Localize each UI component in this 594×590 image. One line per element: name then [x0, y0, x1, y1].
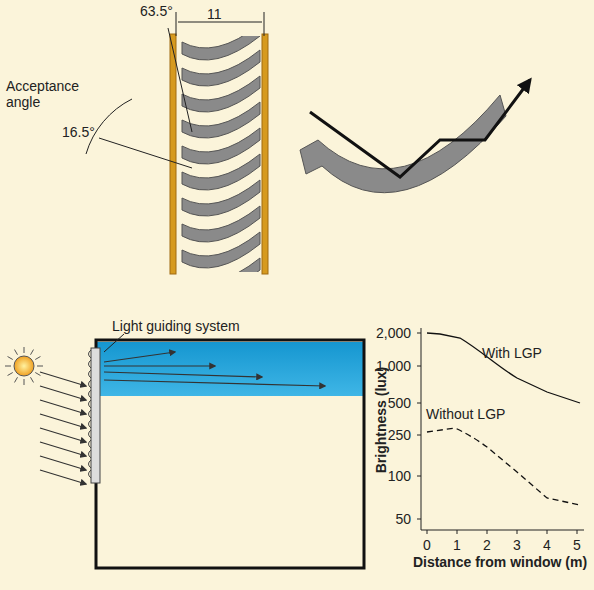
sun-ray — [37, 366, 43, 367]
sunlight-arrow — [40, 428, 86, 442]
sunlight-arrow — [40, 442, 86, 456]
slat-detail — [300, 95, 506, 193]
guide-slat — [182, 36, 260, 60]
angle-label: Acceptance angle — [6, 78, 86, 110]
sun-ray — [24, 347, 25, 353]
light-ray — [310, 80, 530, 177]
y-tick — [417, 403, 421, 404]
axis-ticks — [417, 333, 577, 534]
sun — [14, 356, 34, 376]
sunlight-arrow — [40, 414, 86, 428]
sun-ray — [31, 350, 34, 355]
axis-tick-label: 250 — [388, 427, 411, 443]
panel-slat — [89, 380, 92, 388]
y-tick — [417, 366, 421, 367]
sunlight-arrow — [40, 470, 86, 484]
axis-tick-label: 3 — [513, 537, 521, 553]
panel-slat — [89, 390, 92, 398]
angle-value: 16.5° — [62, 124, 95, 140]
room — [96, 340, 364, 568]
guide-slat — [182, 206, 260, 242]
panel-slat — [89, 430, 92, 438]
guide-slat — [182, 258, 260, 272]
axis-tick-label: 2,000 — [376, 325, 411, 341]
axis-tick-label: 1 — [453, 537, 461, 553]
angle-marks — [86, 28, 192, 168]
y-tick — [417, 476, 421, 477]
panel-slat — [89, 460, 92, 468]
axis-title: Brightness (lux) — [373, 367, 389, 474]
panel-slats — [89, 350, 92, 478]
leader-line — [104, 334, 124, 352]
sun-ray — [24, 379, 25, 385]
sun-ray — [8, 373, 13, 376]
series-label: Without LGP — [426, 406, 505, 422]
x-tick — [487, 530, 488, 534]
series-label: With LGP — [482, 345, 542, 361]
panel-slat — [89, 450, 92, 458]
dimension: 11 — [207, 6, 222, 22]
panel-slat — [89, 400, 92, 408]
sunlight-arrow — [40, 456, 86, 470]
panel-glass — [262, 34, 268, 274]
curve-without-lgp — [427, 428, 580, 505]
sunlight-arrow — [40, 400, 86, 414]
axis-tick-label: 50 — [395, 511, 411, 527]
x-tick — [577, 530, 578, 534]
axis-tick-label: 5 — [573, 537, 581, 553]
x-tick — [517, 530, 518, 534]
chart-axes — [421, 328, 584, 530]
panel-slat — [89, 360, 92, 368]
y-tick — [417, 519, 421, 520]
x-tick — [547, 530, 548, 534]
sunlight-arrow — [40, 386, 86, 400]
guide-slat — [182, 180, 260, 216]
panel-slat — [89, 370, 92, 378]
panel-slat — [89, 350, 92, 358]
sun-ray — [31, 377, 34, 382]
sun-ray — [15, 350, 18, 355]
sunlight-arrows — [40, 372, 86, 484]
panel-slat — [89, 410, 92, 418]
y-tick — [417, 333, 421, 334]
guide-slat — [182, 102, 260, 138]
guide-slat — [182, 50, 260, 86]
sun-ray — [35, 357, 40, 360]
guide-slats — [182, 36, 260, 272]
lit-zone — [97, 342, 363, 396]
sun-ray — [8, 357, 13, 360]
curve-with-lgp — [427, 333, 580, 403]
part-name: Light guiding system — [112, 318, 240, 334]
guide-slat — [182, 76, 260, 112]
angle-value: 63.5° — [140, 3, 173, 19]
y-tick — [417, 435, 421, 436]
sun-ray — [35, 373, 40, 376]
axis-tick-label: 4 — [543, 537, 551, 553]
guided-rays — [104, 352, 325, 386]
sun — [5, 347, 43, 385]
sunlight-arrow — [40, 372, 86, 386]
axis-tick-label: 0 — [423, 537, 431, 553]
sun-ray — [15, 377, 18, 382]
axis-tick-label: 500 — [388, 395, 411, 411]
panel-slat — [89, 470, 92, 478]
guide-slat — [182, 128, 260, 164]
x-tick — [457, 530, 458, 534]
axis-tick-label: 100 — [388, 468, 411, 484]
panel-slat — [89, 440, 92, 448]
panel-glass — [170, 34, 176, 274]
axis-tick-label: 2 — [483, 537, 491, 553]
guide-slat — [182, 154, 260, 190]
panel-slat — [89, 420, 92, 428]
x-tick — [427, 530, 428, 534]
light-guiding-panel — [91, 348, 100, 483]
axis-title: Distance from window (m) — [413, 554, 587, 570]
sun-ray — [5, 366, 11, 367]
guide-slat — [182, 232, 260, 268]
